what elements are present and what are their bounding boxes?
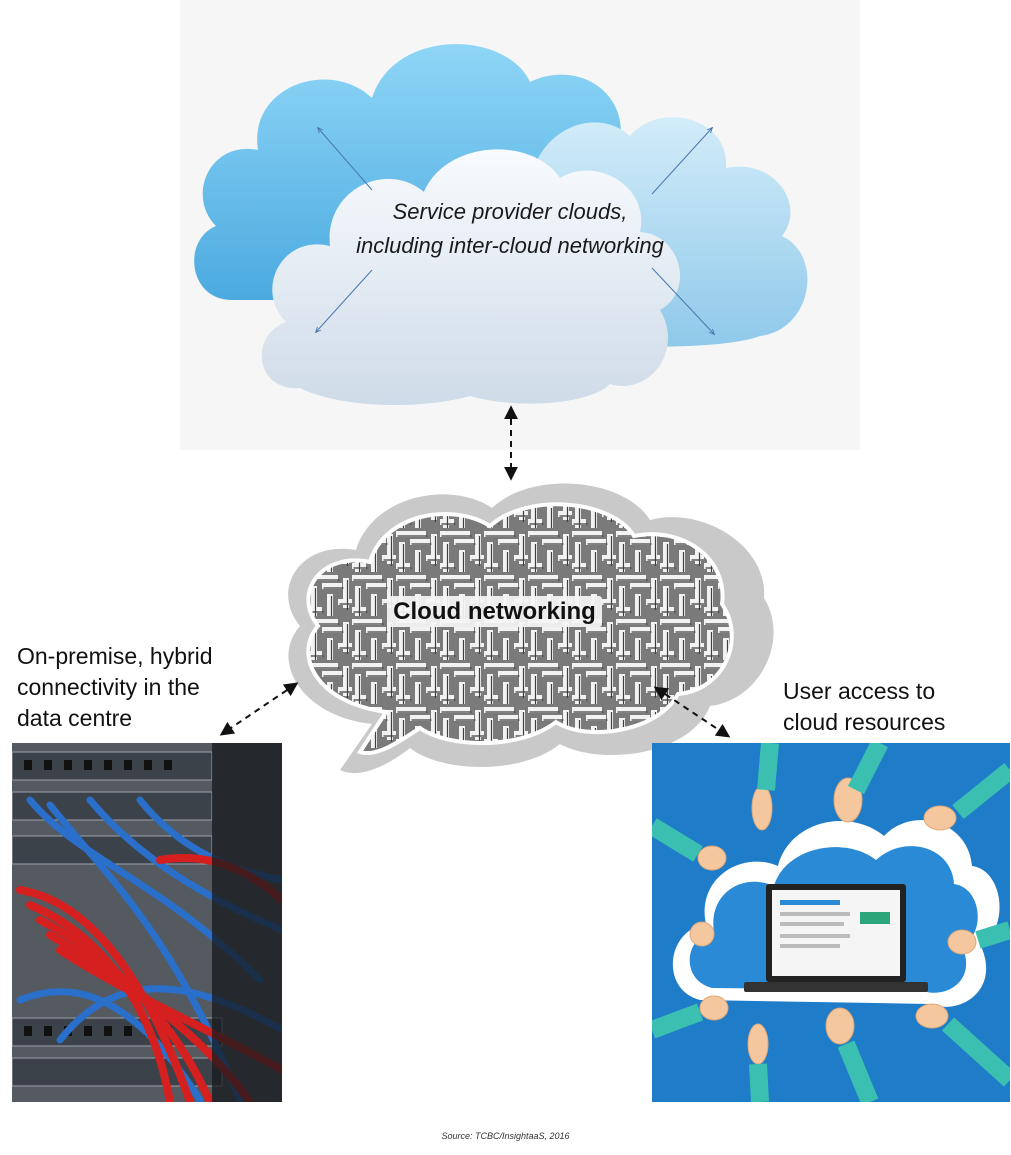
cloud-networking-title-text: Cloud networking [387, 596, 602, 627]
on-premise-label-line2: connectivity in the [17, 674, 200, 700]
service-provider-clouds-icon [194, 44, 808, 406]
connector-networking-to-datacentre [219, 682, 299, 736]
on-premise-label: On-premise, hybrid connectivity in the d… [17, 641, 277, 734]
data-centre-cables-image [12, 743, 282, 1102]
user-access-label-line2: cloud resources [783, 709, 946, 735]
cloud-networking-maze-icon [288, 483, 774, 774]
on-premise-label-line1: On-premise, hybrid [17, 643, 213, 669]
user-access-cloud-image [652, 743, 1010, 1102]
service-clouds-caption-line2: including inter-cloud networking [356, 233, 664, 258]
service-clouds-caption: Service provider clouds, including inter… [300, 195, 720, 263]
connector-networking-to-users [653, 686, 731, 738]
source-note: Source: TCBC/InsightaaS, 2016 [441, 1131, 570, 1141]
user-access-label-line1: User access to [783, 678, 936, 704]
cloud-networking-title: Cloud networking [352, 596, 637, 627]
service-clouds-caption-line1: Service provider clouds, [392, 199, 628, 224]
on-premise-label-line3: data centre [17, 705, 133, 731]
user-access-label: User access to cloud resources [783, 676, 1003, 738]
